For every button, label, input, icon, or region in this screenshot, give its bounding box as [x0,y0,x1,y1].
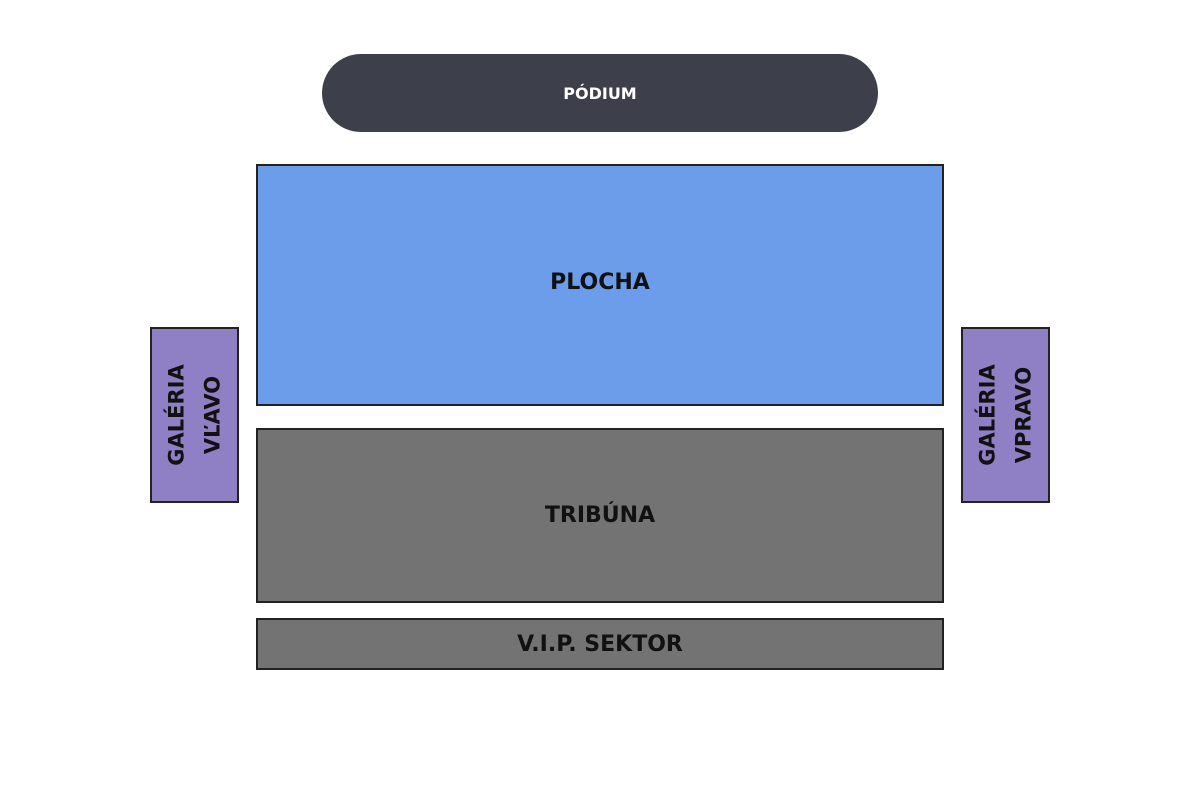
section-tribuna[interactable]: TRIBÚNA [256,428,944,603]
podium-label: PÓDIUM [563,83,637,103]
gallery-right-label-line1: GALÉRIA [975,364,1000,466]
section-plocha[interactable]: PLOCHA [256,164,944,406]
section-gallery-left[interactable]: GALÉRIA VĽAVO [150,327,239,503]
plocha-label: PLOCHA [550,269,650,295]
gallery-left-label-line1: GALÉRIA [164,364,189,466]
gallery-left-label-line2: VĽAVO [200,375,225,455]
section-vip[interactable]: V.I.P. SEKTOR [256,618,944,670]
tribuna-label: TRIBÚNA [544,503,656,528]
gallery-right-label-line2: VPRAVO [1011,366,1036,464]
vip-label: V.I.P. SEKTOR [517,631,683,657]
section-gallery-right[interactable]: GALÉRIA VPRAVO [961,327,1050,503]
stage-podium: PÓDIUM [322,54,878,132]
